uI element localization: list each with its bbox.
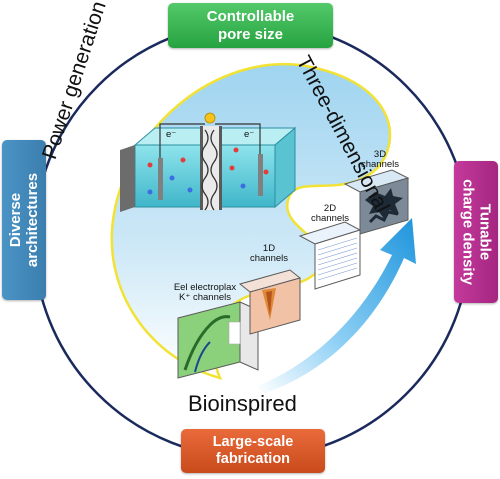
badge-line: Diverse xyxy=(6,192,24,248)
label-line: channels xyxy=(310,213,350,225)
controllable-pore-size-badge: Controllable pore size xyxy=(168,3,333,48)
badge-line: Controllable xyxy=(206,8,295,26)
label-line: 3D xyxy=(373,149,387,160)
label-line: channels xyxy=(249,253,289,265)
badge-line: fabrication xyxy=(215,451,291,467)
badge-line: architectures xyxy=(24,172,41,268)
badge-line: pore size xyxy=(217,25,283,43)
diverse-architectures-badge: Diverse architectures xyxy=(2,140,46,300)
two-d-channels-label: 2D channels xyxy=(305,203,355,225)
badge-line: charge density xyxy=(459,179,476,285)
three-d-channels-label: 3D channels xyxy=(355,149,405,171)
bioinspired-label: Bioinspired xyxy=(188,391,297,416)
electron-label-right: e⁻ xyxy=(244,129,255,140)
tunable-charge-density-badge: Tunable charge density xyxy=(454,161,498,303)
label-line: 2D xyxy=(323,203,337,214)
label-line: K⁺ channels xyxy=(178,292,232,304)
nanofluidic-device xyxy=(120,112,297,212)
large-scale-fabrication-badge: Large-scale fabrication xyxy=(181,429,325,473)
label-line: Eel electroplax xyxy=(173,282,237,293)
badge-line: Tunable xyxy=(476,203,494,261)
one-d-channels-label: 1D channels xyxy=(244,243,294,265)
label-line: channels xyxy=(360,159,400,171)
label-line: 1D xyxy=(262,243,276,254)
progress-arrow xyxy=(258,218,416,394)
eel-channels-label: Eel electroplax K⁺ channels xyxy=(165,282,245,304)
channel-staircase xyxy=(177,169,410,379)
electron-label-left: e⁻ xyxy=(166,129,177,140)
badge-line: Large-scale xyxy=(212,434,294,451)
